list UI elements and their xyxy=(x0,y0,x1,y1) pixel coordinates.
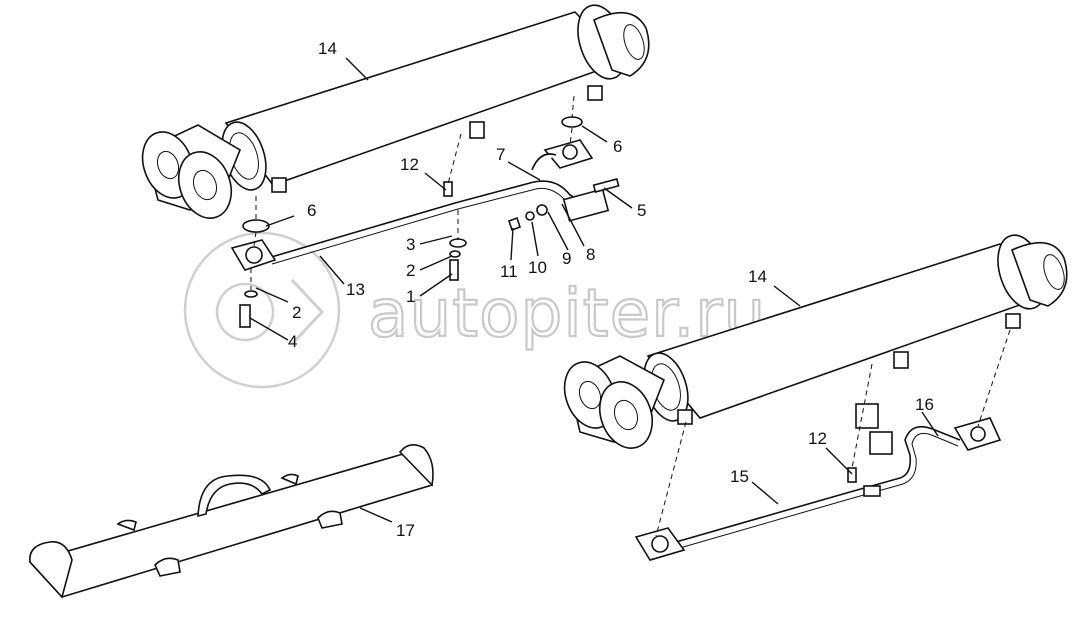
callout-14: 14 xyxy=(748,267,767,286)
pipe-assembly-15-16 xyxy=(634,403,1002,561)
callout-labels: 1 2 2 3 4 5 6 6 7 8 9 10 11 12 12 13 14 … xyxy=(288,39,934,540)
loose-parts-top xyxy=(239,116,620,328)
watermark-logo-icon xyxy=(183,231,341,389)
callout-1: 1 xyxy=(406,287,415,306)
callout-12: 12 xyxy=(400,155,419,174)
callout-8: 8 xyxy=(586,245,595,264)
callout-6: 6 xyxy=(613,137,622,156)
callout-2: 2 xyxy=(406,261,415,280)
callout-7: 7 xyxy=(496,145,505,164)
callout-11: 11 xyxy=(500,262,518,281)
callout-9: 9 xyxy=(562,249,571,268)
callout-14: 14 xyxy=(318,39,337,58)
callout-16: 16 xyxy=(915,395,934,414)
callout-12: 12 xyxy=(808,429,827,448)
hydraulic-cylinder-top xyxy=(141,4,650,219)
callout-5: 5 xyxy=(637,201,646,220)
callout-2: 2 xyxy=(292,303,301,322)
callout-17: 17 xyxy=(396,521,415,540)
callout-15: 15 xyxy=(730,467,749,486)
callout-3: 3 xyxy=(406,235,415,254)
callout-leaders xyxy=(249,57,939,523)
callout-10: 10 xyxy=(528,258,547,277)
cylinder-guard-17 xyxy=(28,444,434,599)
hydraulic-cylinder-bottom xyxy=(563,234,1068,449)
callout-13: 13 xyxy=(346,280,365,299)
pipe-assembly-13 xyxy=(230,139,610,271)
callout-4: 4 xyxy=(288,332,297,351)
callout-6: 6 xyxy=(307,201,316,220)
assembly-guide-lines xyxy=(250,95,1011,537)
